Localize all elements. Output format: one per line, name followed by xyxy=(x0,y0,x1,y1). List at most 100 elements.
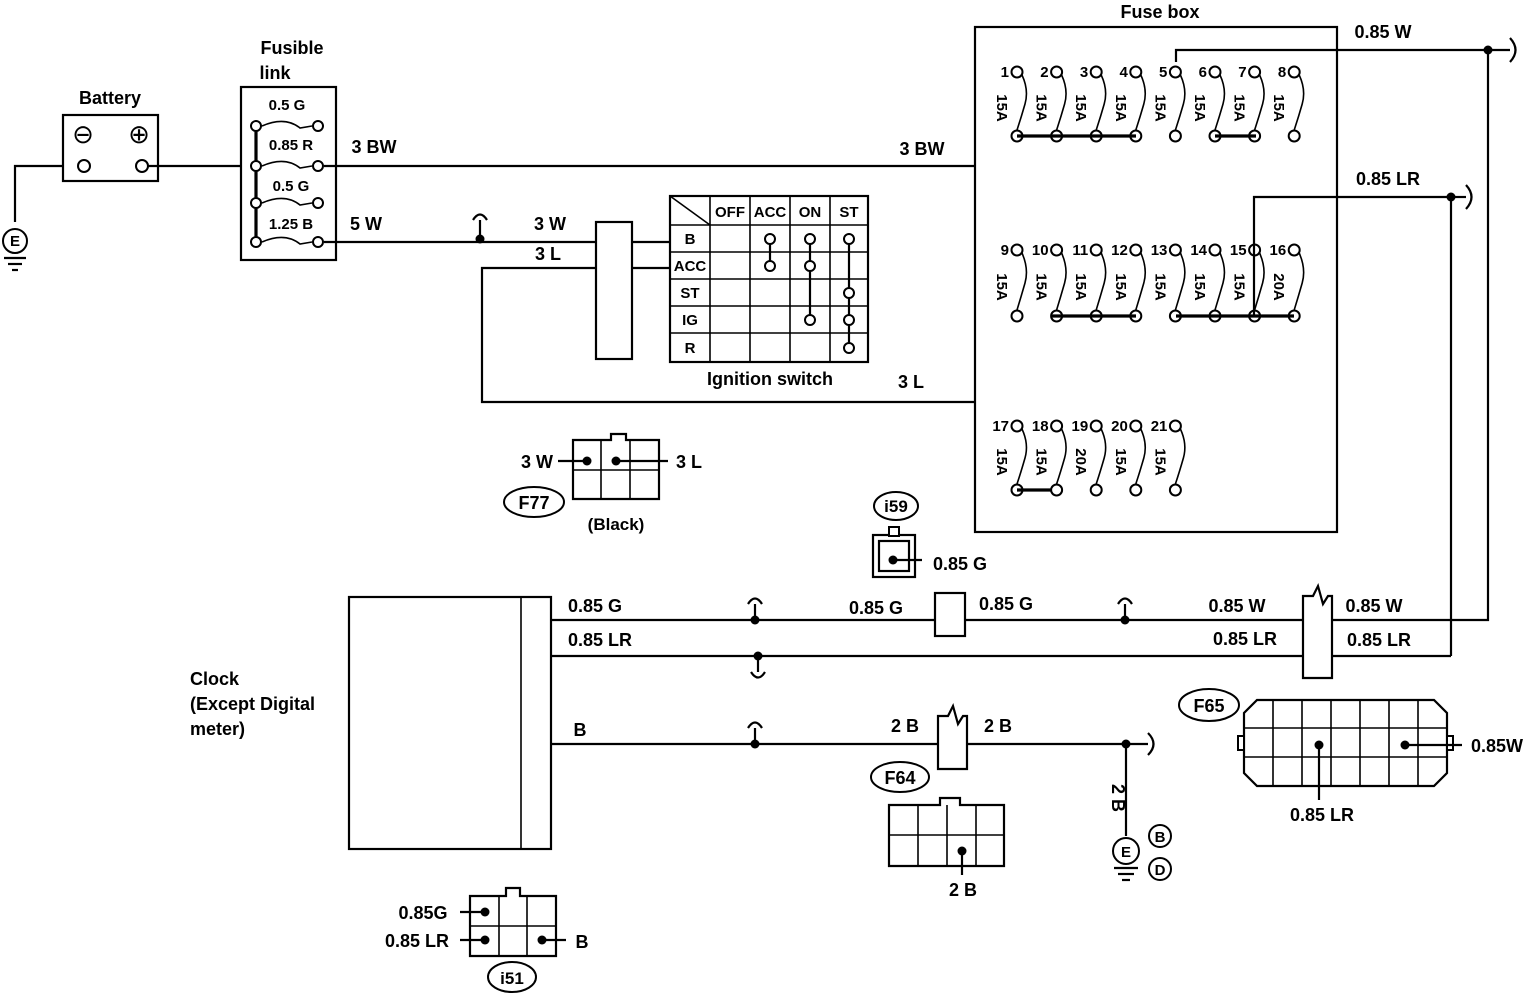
ign-row-st: ST xyxy=(680,285,699,302)
fuse-number: 19 xyxy=(1072,418,1089,435)
fusible-link-label-2: link xyxy=(259,63,291,83)
battery-negative-icon: ⊖ xyxy=(72,119,94,149)
fuse-rating: 20A xyxy=(1072,448,1089,476)
fuse-terminal-top xyxy=(1248,65,1262,79)
fusible-link-label-1: Fusible xyxy=(260,38,323,58)
fusible-link: Fusible link 0.5 G 0.85 R 0.5 G 1.25 B xyxy=(239,38,338,262)
ign-col-st: ST xyxy=(839,204,858,221)
wire-mid-085g-a: 0.85 G xyxy=(849,598,903,618)
fuse-element xyxy=(1095,252,1107,311)
battery-positive-icon: ⊕ xyxy=(128,119,150,149)
fuse-terminal-top xyxy=(1050,419,1064,433)
fuse-terminal-top xyxy=(1168,243,1182,257)
wire-5w: 5 W xyxy=(350,214,382,234)
fuse-terminal-top xyxy=(1010,243,1024,257)
wire-3l: 3 L xyxy=(535,244,561,264)
wire-3l-bottom: 3 L xyxy=(898,372,924,392)
fuse-terminal-top xyxy=(1129,65,1143,79)
battery-label: Battery xyxy=(79,88,141,108)
fuse-terminal-bottom xyxy=(1168,483,1182,497)
f65-bottom-wire: 0.85 LR xyxy=(1290,805,1354,825)
wire-gnd-2b-vert: 2 B xyxy=(1108,784,1128,812)
fuse-element xyxy=(1174,252,1186,311)
fuse-terminal-top xyxy=(1168,65,1182,79)
fuse-element xyxy=(1135,74,1147,131)
fuse-rating: 15A xyxy=(993,273,1010,301)
fuse-element xyxy=(1214,74,1226,131)
i59-wire: 0.85 G xyxy=(933,554,987,574)
fuse-terminal-bottom xyxy=(1089,483,1103,497)
f77-right-wire: 3 L xyxy=(676,452,702,472)
wire-3bw-b: 3 BW xyxy=(900,139,945,159)
wire-mid-085lr: 0.85 LR xyxy=(1213,629,1277,649)
fuse-terminal-bottom xyxy=(1050,483,1064,497)
fuse-element xyxy=(1016,252,1028,311)
fusible-link-2: 0.85 R xyxy=(269,137,313,154)
wire-mid-085w: 0.85 W xyxy=(1208,596,1265,616)
fuse-rating: 15A xyxy=(1191,94,1208,122)
right-feed-wires: 0.85 W 0.85 LR xyxy=(1174,22,1517,658)
fuse-number: 17 xyxy=(992,418,1009,435)
fuse-terminal-top xyxy=(1129,243,1143,257)
wire-clock-b: B xyxy=(574,720,587,740)
i51-wire-1: 0.85G xyxy=(398,903,447,923)
ignition-switch: OFF ACC ON ST B ACC ST IG R Ignition swi… xyxy=(594,194,870,389)
i51-wire-2: 0.85 LR xyxy=(385,931,449,951)
ignition-switch-label: Ignition switch xyxy=(707,369,833,389)
fuse-element xyxy=(1135,428,1147,485)
battery: Battery ⊖ ⊕ xyxy=(61,88,241,183)
clock-label-1: Clock xyxy=(190,669,240,689)
fuse-terminal-top xyxy=(1050,243,1064,257)
fuse-rating: 15A xyxy=(1270,94,1287,122)
fuse-terminal-bottom xyxy=(1010,309,1024,323)
fuse-element xyxy=(1174,74,1186,131)
fuse-element xyxy=(1016,74,1028,131)
f77-id: F77 xyxy=(518,493,549,513)
fusible-link-3: 0.5 G xyxy=(273,178,310,195)
fuse-element xyxy=(1055,428,1067,485)
i59-id: i59 xyxy=(884,497,908,516)
fuse-number: 7 xyxy=(1238,64,1246,81)
f77-left-wire: 3 W xyxy=(521,452,553,472)
wire-clock-085lr: 0.85 LR xyxy=(568,630,632,650)
fuse-rating: 15A xyxy=(1191,273,1208,301)
clock-label-3: meter) xyxy=(190,719,245,739)
connector-i59: i59 0.85 G xyxy=(871,491,987,579)
fuse-element xyxy=(1095,428,1107,485)
wire-gnd-2b-b: 2 B xyxy=(984,716,1012,736)
fuse-element xyxy=(1174,428,1186,485)
fuse-number: 12 xyxy=(1111,242,1128,259)
wire-3bw-a: 3 BW xyxy=(352,137,397,157)
fuse-number: 14 xyxy=(1190,242,1207,259)
fuse-rating: 15A xyxy=(1151,94,1168,122)
connector-f77: 3 W 3 L F77 (Black) xyxy=(503,432,702,534)
fuse-number: 4 xyxy=(1119,64,1128,81)
fuse-element xyxy=(1253,252,1265,311)
main-wires: 3 BW 3 BW 5 W 3 W 3 L 3 L xyxy=(324,80,1217,404)
fuse-rating: 15A xyxy=(1112,448,1129,476)
fuse-terminal-top xyxy=(1089,65,1103,79)
fuse-terminal-top xyxy=(1089,419,1103,433)
fuse-terminal-bottom xyxy=(1287,129,1301,143)
fuse-number: 21 xyxy=(1151,418,1168,435)
fuse-rating: 15A xyxy=(1231,94,1248,122)
fusible-link-1: 0.5 G xyxy=(269,97,306,114)
fuse-rating: 15A xyxy=(993,448,1010,476)
fuse-terminal-top xyxy=(1208,65,1222,79)
fuse-element xyxy=(1293,74,1305,131)
wire-mid-085g-b: 0.85 G xyxy=(979,594,1033,614)
fuse-rating: 15A xyxy=(1033,94,1050,122)
fuse-number: 5 xyxy=(1159,64,1167,81)
f65-id: F65 xyxy=(1193,696,1224,716)
fuse-element xyxy=(1214,252,1226,311)
wire-right-085lr: 0.85 LR xyxy=(1356,169,1420,189)
wire-clock-085g: 0.85 G xyxy=(568,596,622,616)
fuse-element xyxy=(1253,74,1265,131)
fuse-rating: 20A xyxy=(1270,273,1287,301)
ground-mark-d: D xyxy=(1155,862,1166,879)
connector-f64: F64 2 B xyxy=(870,761,1006,900)
wire-right-085lr-2: 0.85 LR xyxy=(1347,630,1411,650)
clock: Clock (Except Digital meter) xyxy=(190,595,553,851)
battery-ground: E xyxy=(2,164,84,272)
